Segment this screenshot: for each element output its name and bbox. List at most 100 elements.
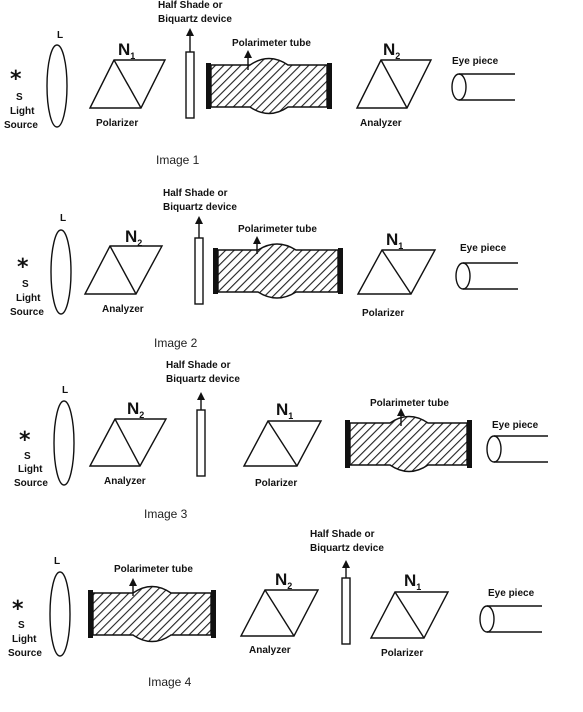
star-icon: * <box>12 597 24 622</box>
light-label: Light <box>10 106 35 117</box>
prism-polarizer <box>88 59 167 109</box>
eye-piece-label: Eye piece <box>492 420 539 431</box>
lens-label: L <box>60 213 66 224</box>
panel-image-3: * S Light Source L N2 Analyzer Half Shad… <box>14 360 548 521</box>
lens-shape <box>50 229 72 315</box>
prism-diagonal <box>394 591 425 639</box>
polarimeter-tube <box>217 243 339 299</box>
half-shade-label-line2: Biquartz device <box>163 202 237 213</box>
tube-cap-left <box>345 420 350 468</box>
light-label: Light <box>16 293 41 304</box>
lens-shape <box>53 400 75 486</box>
light-label: Light <box>12 634 37 645</box>
panel-image-1: * S Light Source L N1 Polarizer Half Sha… <box>4 0 515 167</box>
eye-piece-tube <box>459 73 515 101</box>
prism-analyzer <box>239 589 320 637</box>
tube-label: Polarimeter tube <box>114 564 193 575</box>
image-caption: Image 4 <box>148 675 192 689</box>
image-caption: Image 1 <box>156 153 200 167</box>
arrow-head-icon <box>197 392 205 400</box>
prism-n-label: N1 <box>276 400 293 421</box>
half-shade-label-line1: Half Shade or <box>158 0 223 11</box>
lens-shape <box>49 571 71 657</box>
eye-piece-lens <box>455 262 471 290</box>
star-icon: * <box>19 428 31 453</box>
source-s-label: S <box>18 620 25 631</box>
arrow-head-icon <box>129 578 137 586</box>
tube-label: Polarimeter tube <box>232 38 311 49</box>
prism-n-label: N1 <box>118 40 135 61</box>
arrow-head-icon <box>195 216 203 224</box>
arrow-head-icon <box>397 408 405 416</box>
eye-piece-tube <box>494 435 548 463</box>
tube-cap-left <box>206 63 211 109</box>
polarimeter-tube <box>92 585 212 643</box>
half-shade-plate <box>194 237 204 305</box>
prism-name-label: Polarizer <box>381 648 423 659</box>
prism-n-label: N2 <box>383 40 400 61</box>
lens-label: L <box>54 556 60 567</box>
prism-n-label: N1 <box>404 571 421 592</box>
prism-name-label: Analyzer <box>102 304 144 315</box>
eye-piece-label: Eye piece <box>452 56 499 67</box>
half-shade-plate <box>196 409 206 477</box>
lens-shape <box>46 44 68 128</box>
tube-cap-left <box>213 248 218 294</box>
prism-diagonal <box>109 245 137 295</box>
lens-label: L <box>62 385 68 396</box>
tube-cap-right <box>211 590 216 638</box>
prism-analyzer <box>355 59 433 109</box>
polarimeter-tube <box>210 57 328 115</box>
tube-label: Polarimeter tube <box>370 398 449 409</box>
prism-polarizer <box>242 420 323 467</box>
prism-diagonal <box>264 589 295 637</box>
panel-image-2: * S Light Source L N2 Analyzer Half Shad… <box>10 188 518 350</box>
half-shade-label-line2: Biquartz device <box>310 543 384 554</box>
tube-cap-right <box>467 420 472 468</box>
source-label: Source <box>8 648 42 659</box>
tube-cap-right <box>327 63 332 109</box>
eye-piece-tube <box>463 262 518 290</box>
eye-piece-lens <box>479 605 495 633</box>
eye-piece-tube <box>487 605 542 633</box>
eye-piece-label: Eye piece <box>488 588 535 599</box>
tube-label: Polarimeter tube <box>238 224 317 235</box>
prism-n-label: N1 <box>386 230 403 251</box>
star-icon: * <box>17 255 29 280</box>
prism-analyzer <box>83 245 164 295</box>
arrow-head-icon <box>244 50 252 58</box>
polarimeter-tube <box>349 415 468 473</box>
prism-n-label: N2 <box>125 227 142 248</box>
arrow-head-icon <box>186 28 194 36</box>
prism-diagonal <box>113 59 142 109</box>
image-caption: Image 3 <box>144 507 188 521</box>
prism-diagonal <box>267 420 298 467</box>
prism-name-label: Analyzer <box>360 118 402 129</box>
source-s-label: S <box>16 92 23 103</box>
half-shade-label-line1: Half Shade or <box>310 529 375 540</box>
lens-label: L <box>57 30 63 41</box>
half-shade-label-line1: Half Shade or <box>163 188 228 199</box>
prism-polarizer <box>369 591 450 639</box>
half-shade-label-line2: Biquartz device <box>166 374 240 385</box>
prism-polarizer <box>356 249 437 295</box>
prism-name-label: Polarizer <box>96 118 138 129</box>
prism-name-label: Analyzer <box>249 645 291 656</box>
source-label: Source <box>14 478 48 489</box>
prism-name-label: Analyzer <box>104 476 146 487</box>
prism-n-label: N2 <box>275 570 292 591</box>
half-shade-label-line2: Biquartz device <box>158 14 232 25</box>
half-shade-plate <box>185 51 195 119</box>
prism-analyzer <box>88 418 168 467</box>
eye-piece-lens <box>486 435 502 463</box>
source-label: Source <box>10 307 44 318</box>
prism-name-label: Polarizer <box>255 478 297 489</box>
tube-cap-left <box>88 590 93 638</box>
prism-name-label: Polarizer <box>362 308 404 319</box>
source-s-label: S <box>24 451 31 462</box>
light-label: Light <box>18 464 43 475</box>
prism-diagonal <box>380 59 408 109</box>
arrow-head-icon <box>342 560 350 568</box>
eye-piece-label: Eye piece <box>460 243 507 254</box>
